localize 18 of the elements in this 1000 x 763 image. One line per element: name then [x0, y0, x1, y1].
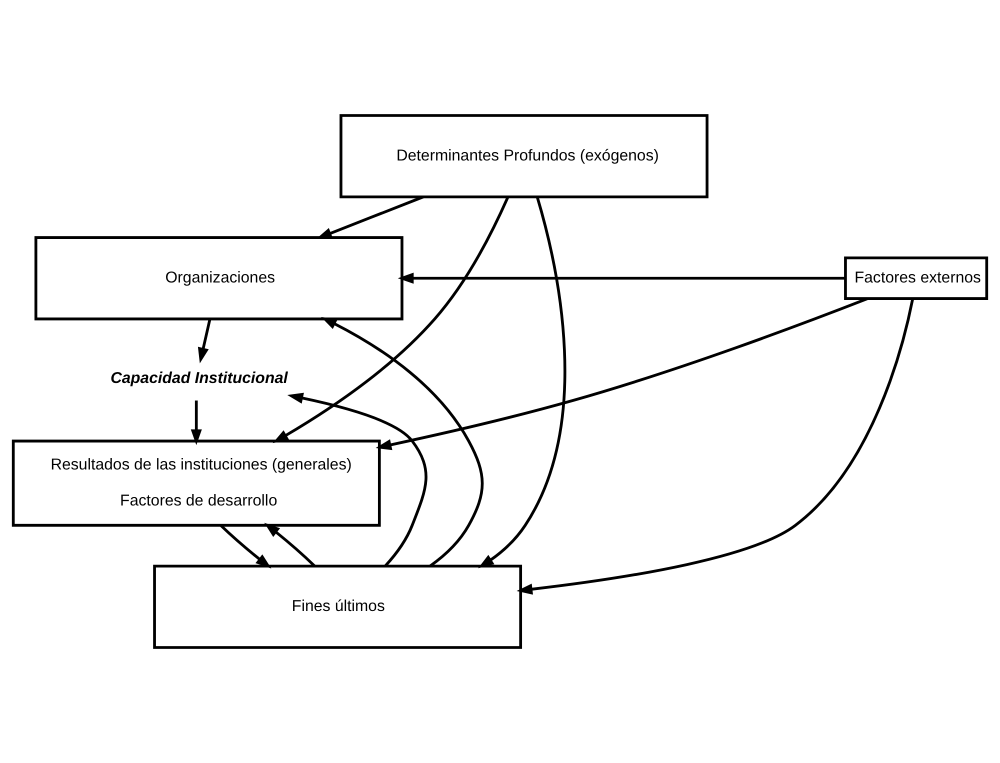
arrow	[321, 317, 484, 568]
arrow	[287, 392, 428, 567]
arrow	[272, 196, 510, 444]
arrow	[264, 522, 316, 567]
arrow	[190, 400, 202, 446]
node-box: Resultados de las instituciones (generales) Factores de desarrollo	[12, 440, 381, 527]
arrow	[198, 318, 212, 364]
arrow	[316, 196, 424, 239]
arrow	[478, 196, 566, 568]
node-box: Organizaciones	[34, 236, 404, 320]
node-box: Fines últimos	[153, 564, 522, 649]
node-box: Determinantes Profundos (exógenos)	[340, 114, 708, 198]
arrow	[220, 524, 272, 568]
arrow	[516, 298, 914, 595]
arrow	[376, 297, 868, 450]
node-box: Factores externos	[844, 256, 988, 300]
node-text: Capacidad Institucional	[110, 370, 288, 387]
arrow	[398, 272, 846, 284]
